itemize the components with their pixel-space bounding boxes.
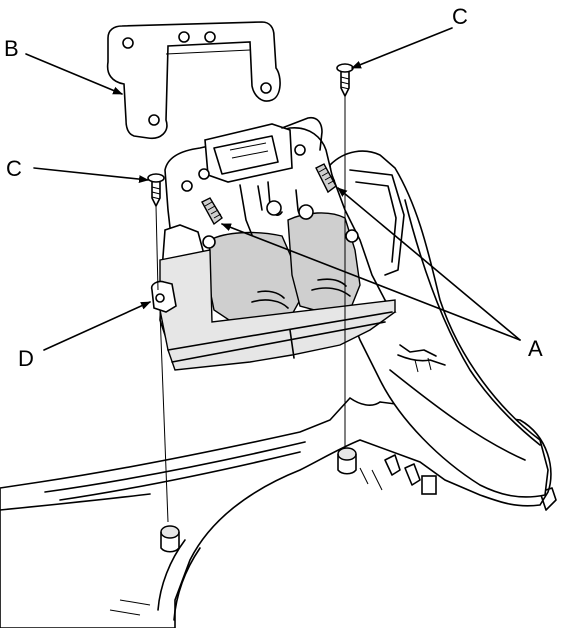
- label-c-left: C: [6, 156, 22, 181]
- console-base: [0, 396, 557, 628]
- pin-a-right: [315, 163, 337, 194]
- leader-lines: [25, 27, 521, 351]
- alignment-lines: [155, 96, 346, 523]
- selector-assembly: [150, 116, 397, 371]
- label-c-top: C: [452, 4, 468, 29]
- console-side-panel: [329, 150, 549, 498]
- label-d: D: [18, 346, 34, 371]
- label-b: B: [4, 36, 19, 61]
- screw-c-top: [336, 63, 354, 97]
- screw-c-left: [147, 173, 165, 207]
- label-a: A: [528, 336, 543, 361]
- bracket-b: [106, 21, 281, 140]
- pin-a-left: [201, 197, 223, 226]
